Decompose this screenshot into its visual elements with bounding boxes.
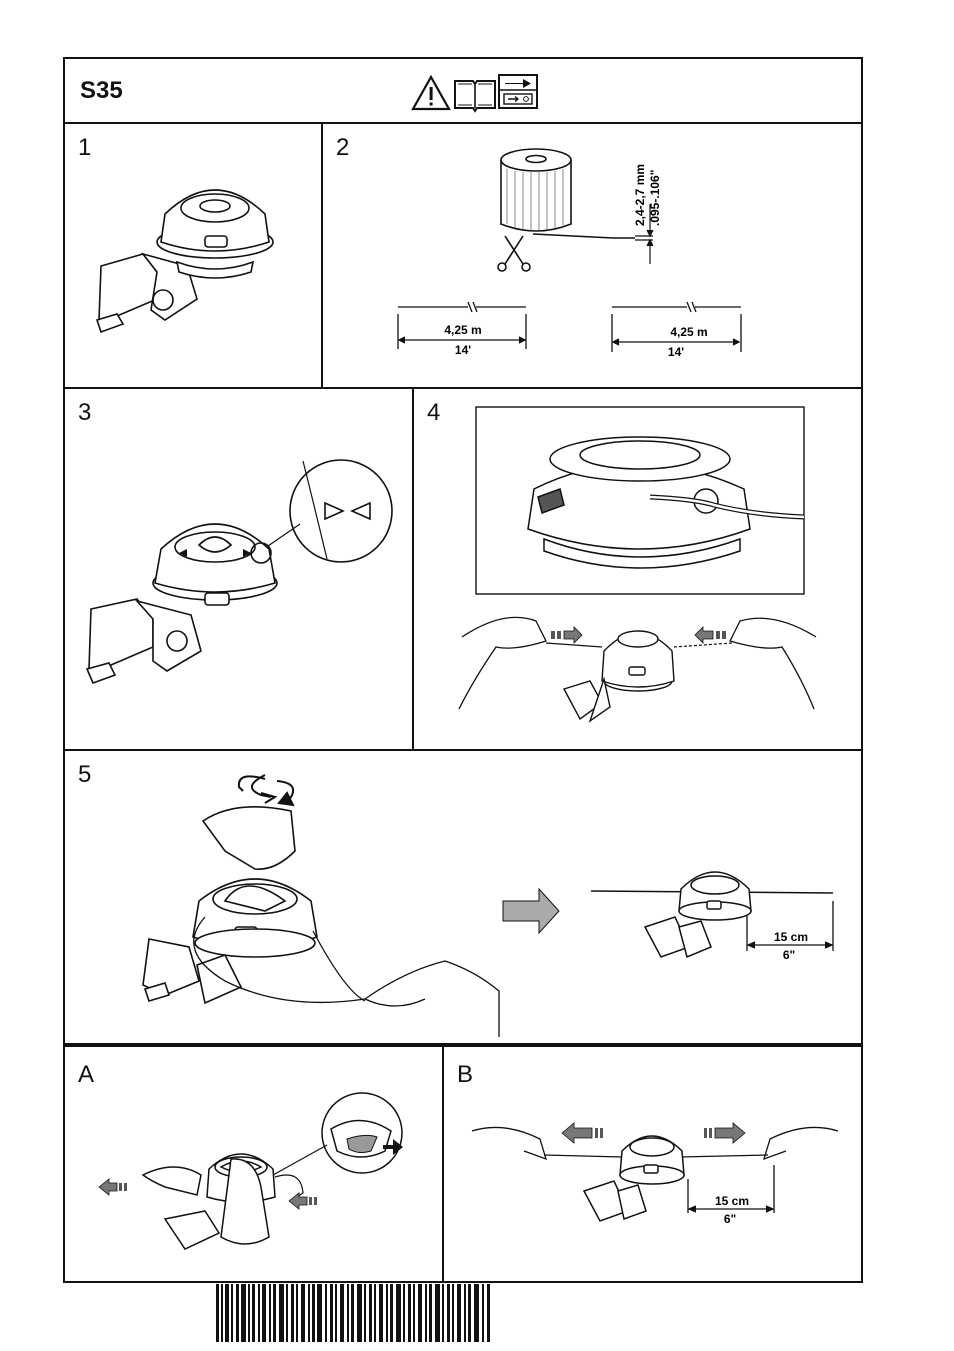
refer-arrow-icon xyxy=(498,74,538,109)
panel-step-3: 3 xyxy=(65,389,414,749)
step-number: 4 xyxy=(427,399,441,426)
row-steps-1-2: 1 2 xyxy=(65,124,861,389)
panel-step-b: B xyxy=(444,1047,863,1281)
panel-step-4: 4 xyxy=(414,389,863,749)
step-letter: A xyxy=(78,1061,95,1088)
next-arrow-icon xyxy=(502,887,560,935)
scissors-icon xyxy=(497,235,531,272)
align-arrows-illustration xyxy=(85,459,393,685)
line-diameter-in: .095-.106" xyxy=(648,170,662,226)
pull-line-illustration: 15 cm 6" xyxy=(471,1122,839,1226)
cut-length-left-ft: 14' xyxy=(455,343,471,357)
panel-step-2: 2 xyxy=(323,124,863,387)
line-length-cm: 15 cm xyxy=(774,930,808,944)
row-steps-3-4: 3 xyxy=(65,389,861,751)
pull-arrow-right-icon xyxy=(704,1122,746,1144)
step-number: 3 xyxy=(78,399,92,426)
release-line-illustration xyxy=(98,1092,403,1250)
barcode xyxy=(216,1284,490,1342)
line-diameter-mm: 2,4-2,7 mm xyxy=(633,164,647,226)
open-manual-icon xyxy=(454,80,496,113)
header-icons xyxy=(411,74,538,113)
row-step-5: 5 xyxy=(65,751,861,1047)
pull-arrow-left-icon xyxy=(561,1122,603,1144)
cut-length-left-m: 4,25 m xyxy=(444,323,481,337)
panel-step-a: A xyxy=(65,1047,444,1281)
header-row: S35 xyxy=(65,59,861,124)
instruction-sheet: S35 1 xyxy=(63,57,863,1283)
push-arrow-right-icon xyxy=(551,626,583,644)
rotate-arrows-icon xyxy=(237,774,295,807)
model-label: S35 xyxy=(80,77,123,104)
push-arrow-left-icon xyxy=(288,1192,317,1210)
line-length-in: 6" xyxy=(724,1212,736,1226)
line-spool-illustration: 2,4-2,7 mm .095-.106" 4,25 m 14' xyxy=(397,148,742,359)
wind-line-illustration: 15 cm 6" xyxy=(142,774,834,1037)
line-length-in: 6" xyxy=(783,948,795,962)
cut-length-right-ft: 14' xyxy=(668,345,684,359)
cut-length-right-m: 4,25 m xyxy=(670,325,707,339)
step-letter: B xyxy=(457,1061,474,1088)
panel-step-5: 5 xyxy=(65,751,863,1043)
step-number: 1 xyxy=(78,134,92,161)
push-arrow-left-icon xyxy=(694,626,726,644)
step-number: 5 xyxy=(78,761,92,788)
row-steps-a-b: A xyxy=(65,1047,861,1281)
line-length-cm: 15 cm xyxy=(715,1194,749,1208)
step-number: 2 xyxy=(336,134,350,161)
warning-triangle-icon xyxy=(411,74,451,111)
panel-step-1: 1 xyxy=(65,124,323,387)
insert-line-illustration xyxy=(458,406,817,723)
trimmer-head-illustration xyxy=(95,189,274,334)
pull-arrow-left-icon xyxy=(98,1178,127,1196)
